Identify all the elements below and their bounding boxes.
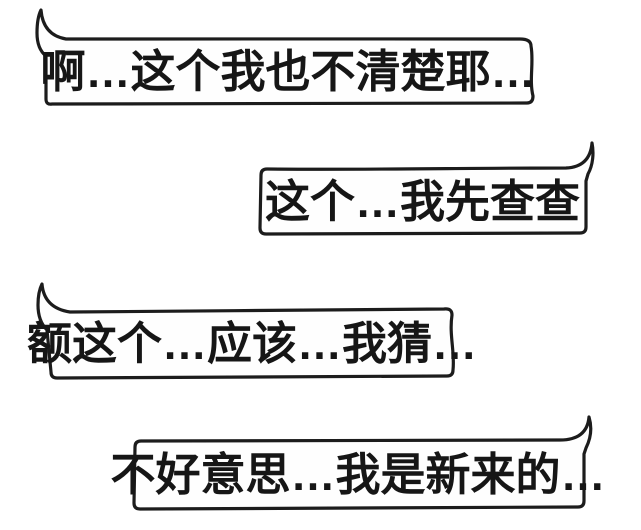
speech-bubble-4-text: 不好意思…我是新来的… — [110, 449, 606, 500]
speech-bubble-4-outline — [132, 415, 593, 511]
speech-bubble-2-outline — [258, 141, 595, 236]
speech-bubble-3-text: 额这个…应该…我猜… — [27, 317, 478, 369]
speech-bubble-1-outline — [35, 8, 535, 106]
speech-bubble-1-text: 啊…这个我也不清楚耶… — [40, 46, 536, 97]
speech-bubble-2-text: 这个…我先查查 — [264, 175, 580, 227]
speech-bubble-3-outline — [36, 282, 456, 380]
